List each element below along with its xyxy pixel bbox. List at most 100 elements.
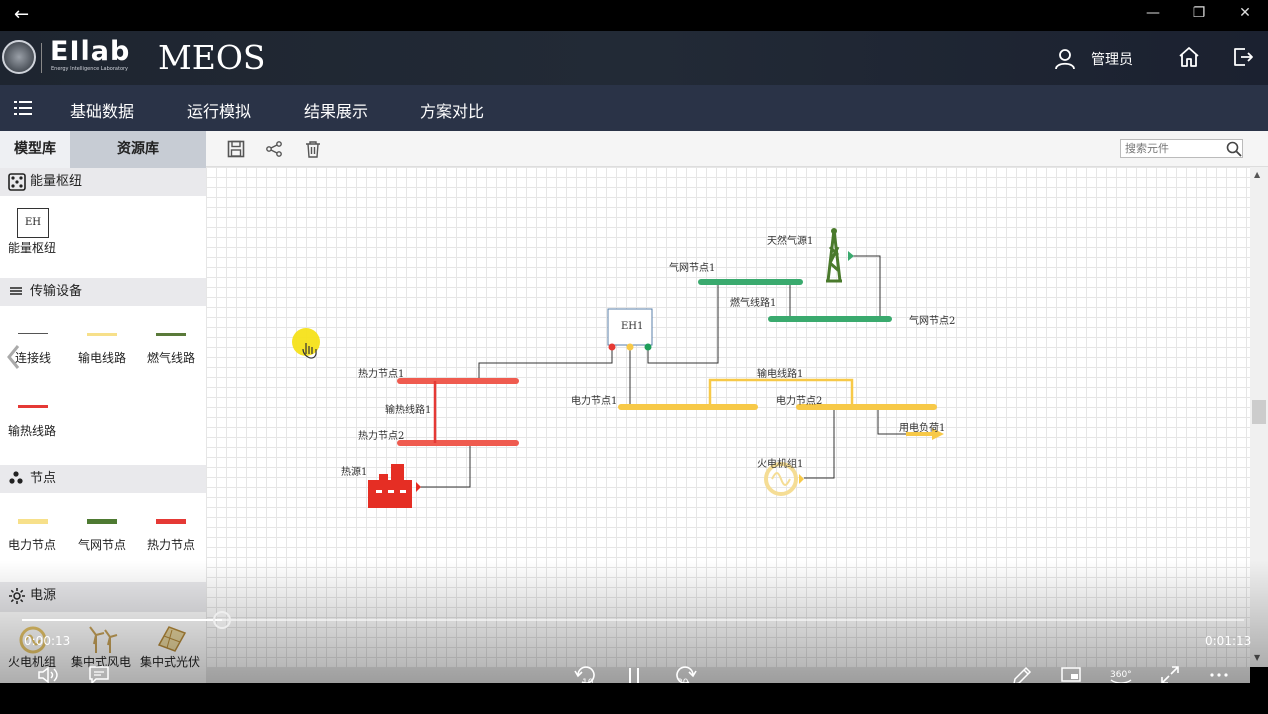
fullscreen-icon[interactable]	[1160, 665, 1180, 685]
label-eh-1: EH1	[621, 321, 644, 332]
pause-icon[interactable]	[627, 667, 641, 685]
logo-divider	[41, 43, 42, 73]
seek-bar[interactable]	[22, 619, 1244, 621]
eh-gas-port[interactable]	[644, 343, 652, 351]
wire-power2-load[interactable]	[877, 407, 906, 435]
label-gas-line-1: 燃气线路1	[730, 298, 777, 309]
scroll-down-icon[interactable]: ▼	[1254, 653, 1261, 662]
gas-source-icon[interactable]	[826, 228, 854, 283]
minimize-icon[interactable]: —	[1146, 5, 1160, 21]
close-icon[interactable]: ✕	[1239, 5, 1251, 21]
canvas-toolbar	[206, 131, 1268, 167]
connector-swatch[interactable]	[18, 333, 48, 334]
label-heat-line-1: 输热线路1	[385, 405, 432, 416]
wire-heat2-source[interactable]	[420, 443, 471, 488]
nav-results[interactable]: 结果展示	[304, 102, 369, 121]
tab-resource-library[interactable]: 资源库	[70, 131, 206, 168]
wire-gas2-source[interactable]	[852, 255, 881, 319]
home-icon[interactable]	[1177, 45, 1201, 69]
section-transmission[interactable]: 传输设备	[0, 278, 206, 306]
section-title: 电源	[30, 588, 57, 603]
heat-node-label: 热力节点	[147, 538, 196, 552]
connector-label: 连接线	[15, 351, 52, 365]
forward-label: 30	[677, 678, 689, 686]
power-node-swatch[interactable]	[18, 519, 48, 524]
delete-icon[interactable]	[305, 140, 321, 158]
scroll-thumb[interactable]	[1252, 400, 1266, 424]
share-icon[interactable]	[265, 140, 283, 158]
energy-hub-icon	[8, 173, 26, 191]
vr-360-icon[interactable]: 360°	[1108, 665, 1134, 685]
tab-model-library[interactable]: 模型库	[0, 131, 70, 168]
section-energy-hub[interactable]: 能量枢纽	[0, 168, 206, 196]
wire-eh-gas1[interactable]	[647, 281, 719, 364]
diagram-canvas[interactable]: 天然气源1 气网节点1 燃气线路1 气网节点2 EH1 输电线路1 热力节点1 …	[206, 167, 1250, 667]
nav-basic-data[interactable]: 基础数据	[70, 102, 135, 121]
wind-farm-icon[interactable]	[86, 623, 120, 655]
label-gas-node-2: 气网节点2	[909, 316, 956, 327]
eh-power-port[interactable]	[626, 343, 634, 351]
section-title: 能量枢纽	[30, 174, 83, 189]
section-power[interactable]: 电源	[0, 582, 206, 612]
gas-node-swatch[interactable]	[87, 519, 117, 524]
window-titlebar: ← — ❐ ✕	[0, 0, 1268, 31]
heat-node-swatch[interactable]	[156, 519, 186, 524]
connector-wires	[420, 255, 906, 488]
thermal-unit-symbol[interactable]	[764, 462, 804, 496]
seek-thumb[interactable]	[213, 611, 231, 629]
restore-icon[interactable]: ❐	[1192, 5, 1206, 21]
rewind-10-icon[interactable]: 10	[573, 664, 599, 686]
label-gas-node-1: 气网节点1	[669, 263, 716, 274]
section-nodes[interactable]: 节点	[0, 465, 206, 493]
search-icon[interactable]	[1226, 141, 1242, 157]
horizontal-scrollbar[interactable]	[206, 667, 1250, 683]
transmission-icon	[10, 287, 22, 295]
university-seal-logo	[2, 40, 36, 74]
hamburger-icon[interactable]	[14, 100, 32, 116]
user-icon	[1055, 49, 1075, 70]
wire-power2-thermal[interactable]	[804, 407, 835, 479]
app-title: MEOS	[158, 38, 266, 77]
nav-compare[interactable]: 方案对比	[420, 102, 485, 121]
forward-30-icon[interactable]: 30	[672, 664, 698, 686]
collapse-left-icon[interactable]	[6, 344, 20, 370]
electric-load-icon[interactable]	[906, 428, 944, 440]
search-input[interactable]	[1120, 139, 1243, 158]
mini-player-icon[interactable]	[1060, 665, 1082, 685]
thermal-unit-icon[interactable]	[18, 625, 48, 655]
scroll-up-icon[interactable]: ▲	[1254, 170, 1261, 179]
eilab-logo: EIlab	[50, 36, 131, 67]
wire-heat1-eh[interactable]	[478, 347, 613, 381]
section-title: 节点	[30, 471, 57, 486]
user-menu[interactable]: 管理员	[1053, 47, 1133, 71]
heat-line-label: 输热线路	[8, 424, 57, 438]
subtitles-icon[interactable]	[88, 665, 110, 685]
solar-panel-icon[interactable]	[155, 623, 187, 655]
more-options-icon[interactable]	[1209, 672, 1229, 678]
energy-hub-component[interactable]: EH	[17, 208, 49, 238]
logout-icon[interactable]	[1231, 45, 1255, 69]
power-line-swatch[interactable]	[87, 333, 117, 336]
nodes-icon	[9, 471, 23, 484]
vertical-scrollbar[interactable]: ▲ ▼	[1250, 167, 1268, 667]
nav-simulation[interactable]: 运行模拟	[187, 102, 252, 121]
eh-heat-port[interactable]	[608, 343, 616, 351]
save-icon[interactable]	[227, 140, 245, 158]
label-load-1: 用电负荷1	[899, 423, 946, 434]
gas-line-swatch[interactable]	[156, 333, 186, 336]
label-heat-source-1: 热源1	[341, 467, 368, 478]
thermal-unit-label: 火电机组	[8, 655, 57, 669]
back-arrow-icon[interactable]: ←	[14, 4, 30, 25]
heat-source-icon[interactable]	[368, 464, 421, 508]
volume-icon[interactable]	[37, 665, 61, 685]
power-line-1[interactable]	[708, 378, 854, 407]
label-power-node-2: 电力节点2	[776, 396, 823, 407]
power-line-label: 输电线路	[78, 351, 127, 365]
heat-line-swatch[interactable]	[18, 405, 48, 408]
vr-label: 360°	[1110, 670, 1132, 680]
diagram-svg	[292, 228, 944, 508]
label-power-node-1: 电力节点1	[571, 396, 618, 407]
label-heat-node-1: 热力节点1	[358, 369, 405, 380]
seek-progress	[22, 619, 222, 621]
gear-icon	[9, 588, 25, 604]
